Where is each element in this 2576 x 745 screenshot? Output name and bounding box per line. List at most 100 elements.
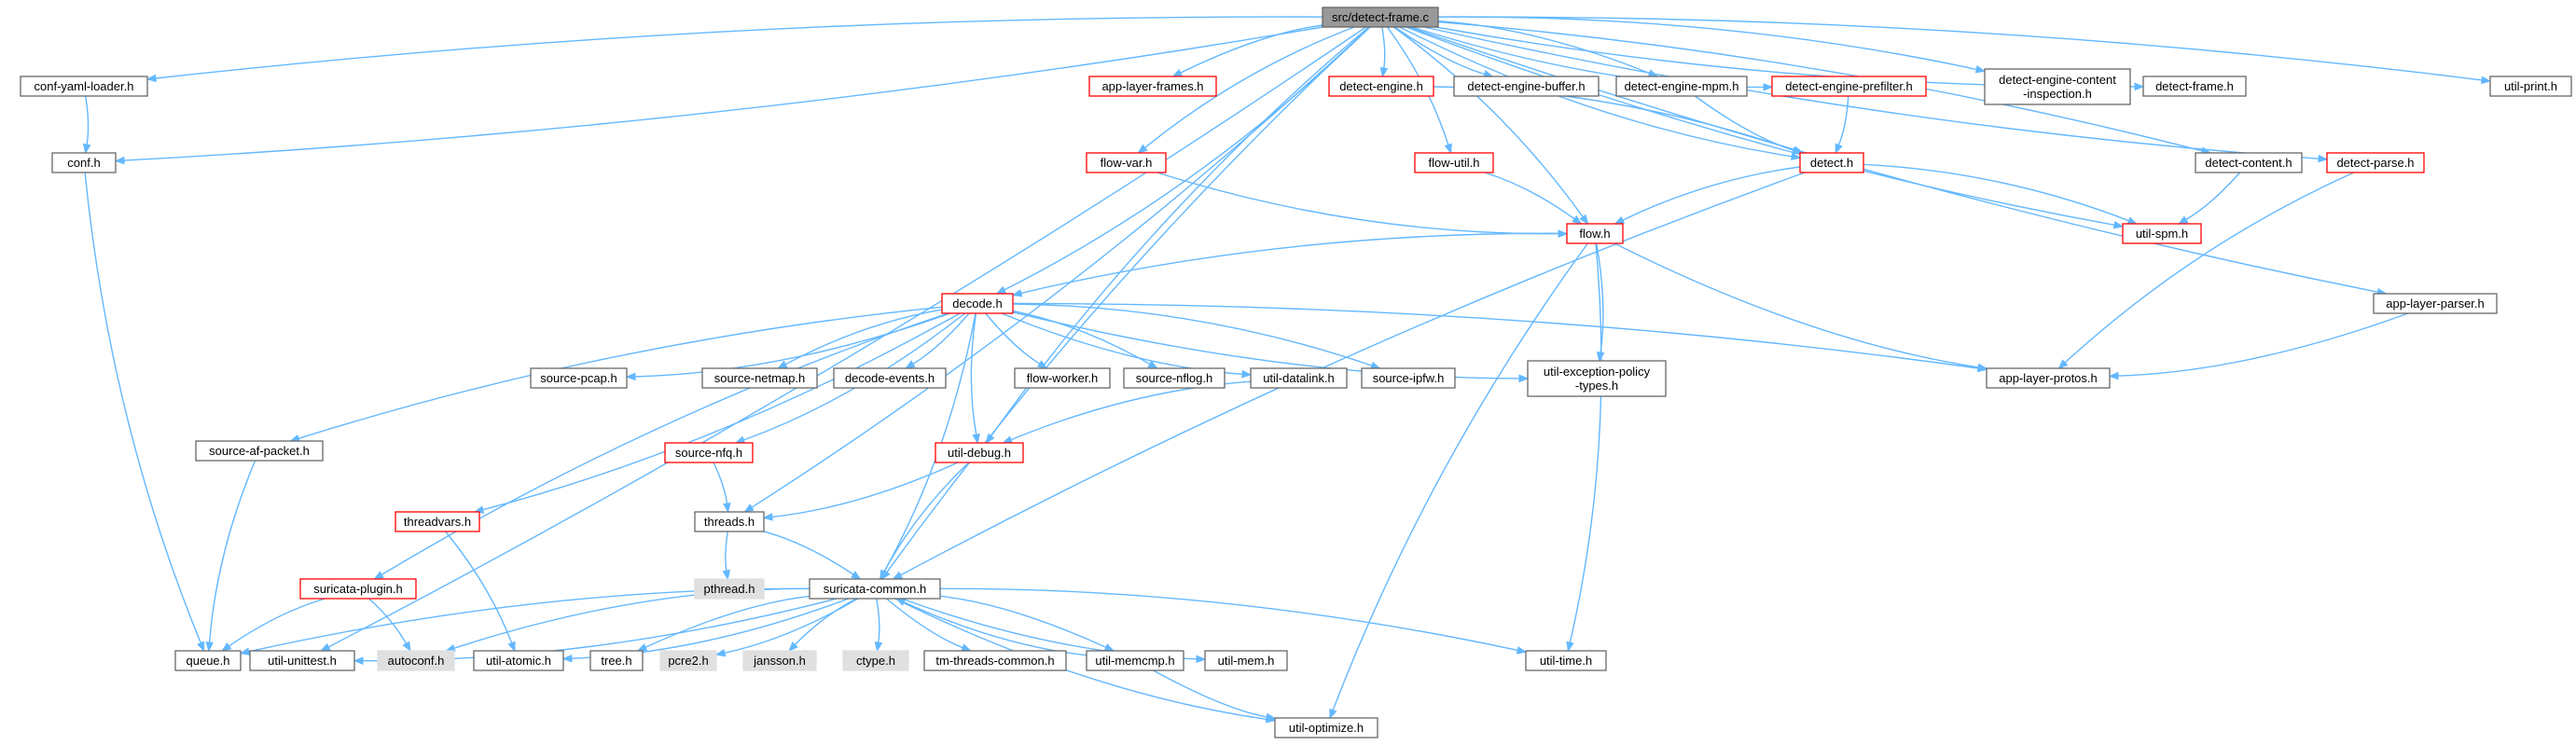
node-source-ipfw-h[interactable]: source-ipfw.h — [1361, 367, 1456, 389]
node-box — [1986, 367, 2111, 389]
node-box — [1615, 76, 1748, 97]
node-detect-content-h[interactable]: detect-content.h — [2195, 152, 2303, 173]
node-threadvars-h[interactable]: threadvars.h — [395, 511, 480, 532]
node-util-atomic-h[interactable]: util-atomic.h — [473, 650, 564, 671]
node-app-layer-parser-h[interactable]: app-layer-parser.h — [2373, 293, 2498, 314]
edge-line — [1180, 24, 1323, 74]
node-detect-frame-h[interactable]: detect-frame.h — [2142, 76, 2247, 97]
node-tree-h[interactable]: tree.h — [589, 650, 644, 671]
node-detect-engine-prefilter-h[interactable]: detect-engine-prefilter.h — [1771, 76, 1927, 97]
node-jansson-h: jansson.h — [742, 650, 817, 671]
node-util-time-h[interactable]: util-time.h — [1525, 650, 1607, 671]
edge-detect-h-to-util-spm-h — [1863, 163, 2139, 225]
node-label: util-atomic.h — [486, 654, 551, 668]
node-util-unittest-h[interactable]: util-unittest.h — [249, 650, 355, 671]
edge-suricata-plugin-h-to-autoconf-h — [368, 598, 411, 653]
node-util-memcmp-h[interactable]: util-memcmp.h — [1086, 650, 1184, 671]
node-conf-yaml-loader-h[interactable]: conf-yaml-loader.h — [20, 76, 148, 97]
node-box — [20, 76, 148, 97]
edge-line — [1012, 303, 1373, 366]
node-detect-parse-h[interactable]: detect-parse.h — [2326, 152, 2425, 173]
node-conf-h[interactable]: conf.h — [51, 152, 117, 173]
edge-line — [208, 460, 256, 643]
arrowhead-icon — [851, 571, 862, 580]
node-flow-h[interactable]: flow.h — [1566, 223, 1624, 244]
edge-line — [1393, 26, 1485, 76]
arrowhead-icon — [507, 641, 516, 653]
node-box — [1250, 367, 1348, 389]
node-flow-worker-h[interactable]: flow-worker.h — [1014, 367, 1111, 389]
edge-line — [1012, 302, 1979, 369]
node-source-af-packet-h[interactable]: source-af-packet.h — [195, 440, 324, 462]
node-suricata-common-h[interactable]: suricata-common.h — [809, 578, 941, 600]
node-util-datalink-h[interactable]: util-datalink.h — [1250, 367, 1348, 389]
node-box — [923, 650, 1067, 671]
edge-line — [445, 531, 513, 643]
node-util-debug-h[interactable]: util-debug.h — [935, 442, 1024, 463]
edge-line — [751, 26, 1371, 508]
arrowhead-icon — [1763, 83, 1774, 91]
node-source-nfq-h[interactable]: source-nfq.h — [664, 442, 754, 463]
arrowhead-icon — [788, 642, 798, 652]
node-flow-var-h[interactable]: flow-var.h — [1086, 152, 1167, 173]
edge-decode-h-to-suricata-plugin-h — [373, 312, 949, 580]
node-util-spm-h[interactable]: util-spm.h — [2122, 223, 2202, 244]
node-util-exception-policy-types-h[interactable]: util-exception-policy-types.h — [1527, 360, 1667, 397]
arrowhead-icon — [561, 654, 573, 663]
edge-util-memcmp-h-to-util-optimize-h — [1153, 669, 1277, 722]
arrowhead-icon — [1974, 64, 1987, 74]
edge-line — [939, 595, 1107, 648]
node-suricata-plugin-h[interactable]: suricata-plugin.h — [299, 578, 417, 600]
node-util-mem-h[interactable]: util-mem.h — [1204, 650, 1288, 671]
edge-util-datalink-h-to-util-debug-h — [1002, 380, 1252, 444]
edge-line — [298, 306, 943, 439]
node-box — [1322, 7, 1439, 28]
edge-line — [784, 309, 943, 366]
arrowhead-icon — [1002, 435, 1014, 444]
edge-detect-frame-c-to-conf-yaml-loader-h — [145, 16, 1323, 83]
node-app-layer-protos-h[interactable]: app-layer-protos.h — [1986, 367, 2111, 389]
edge-suricata-common-h-to-util-memcmp-h — [939, 595, 1115, 652]
node-box — [1086, 650, 1184, 671]
node-tm-threads-common-h[interactable]: tm-threads-common.h — [923, 650, 1067, 671]
node-label: util-unittest.h — [268, 654, 337, 668]
edge-line — [725, 531, 728, 572]
edge-line — [327, 26, 1366, 648]
arrowhead-icon — [1835, 143, 1843, 155]
edge-line — [713, 462, 728, 504]
node-threads-h[interactable]: threads.h — [694, 511, 765, 532]
node-box — [1328, 76, 1434, 97]
edge-flow-h-to-decode-h — [1011, 232, 1568, 297]
node-source-pcap-h[interactable]: source-pcap.h — [530, 367, 628, 389]
edge-line — [1406, 26, 2115, 226]
edge-detect-frame-c-to-app-layer-frames-h — [1171, 24, 1323, 77]
node-util-optimize-h[interactable]: util-optimize.h — [1274, 717, 1378, 738]
edge-line — [1010, 380, 1252, 441]
edge-line — [883, 462, 970, 573]
edge-decode-h-to-source-nflog-h — [1012, 310, 1158, 369]
node-detect-engine-buffer-h[interactable]: detect-engine-buffer.h — [1453, 76, 1600, 97]
node-label: detect-content.h — [2205, 156, 2292, 170]
node-flow-util-h[interactable]: flow-util.h — [1414, 152, 1494, 173]
node-decode-events-h[interactable]: decode-events.h — [833, 367, 947, 389]
node-source-nflog-h[interactable]: source-nflog.h — [1123, 367, 1226, 389]
node-detect-engine-mpm-h[interactable]: detect-engine-mpm.h — [1615, 76, 1748, 97]
node-box — [377, 650, 455, 671]
arrowhead-icon — [2057, 359, 2069, 369]
node-source-netmap-h[interactable]: source-netmap.h — [701, 367, 818, 389]
node-box — [589, 650, 644, 671]
node-detect-h[interactable]: detect.h — [1799, 152, 1864, 173]
node-box — [1414, 152, 1494, 173]
node-detect-engine-h[interactable]: detect-engine.h — [1328, 76, 1434, 97]
arrowhead-icon — [722, 569, 731, 581]
node-app-layer-frames-h[interactable]: app-layer-frames.h — [1088, 76, 1217, 97]
arrowhead-icon — [2112, 220, 2125, 229]
node-queue-h[interactable]: queue.h — [174, 650, 242, 671]
node-detect-engine-content-inspection-h[interactable]: detect-engine-content-inspection.h — [1984, 68, 2131, 105]
edge-detect-engine-mpm-h-to-detect-h — [1694, 95, 1803, 155]
node-util-print-h[interactable]: util-print.h — [2489, 76, 2572, 97]
arrowhead-icon — [894, 598, 907, 606]
arrowhead-icon — [221, 642, 232, 652]
arrowhead-icon — [373, 571, 384, 580]
node-decode-h[interactable]: decode.h — [941, 293, 1014, 314]
